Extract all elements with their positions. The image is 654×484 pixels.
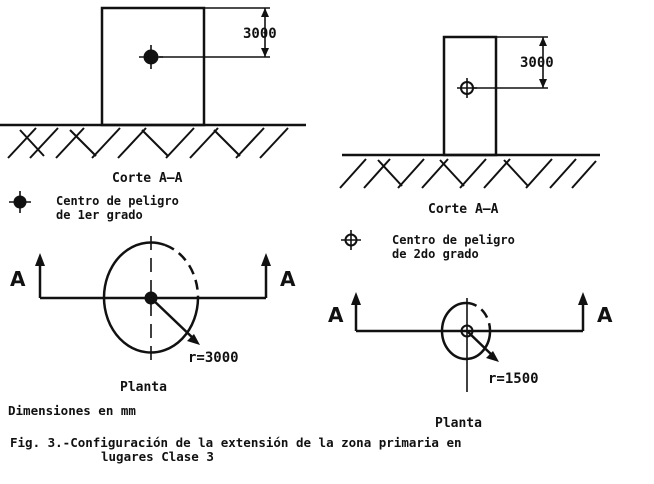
left-plan-title: Planta bbox=[120, 380, 167, 395]
right-section-view: 3000 bbox=[339, 35, 600, 189]
right-legend-line2: de 2do grado bbox=[392, 247, 479, 261]
left-zone-circle-dashed bbox=[164, 243, 200, 299]
left-dimension-label: 3000 bbox=[243, 26, 277, 42]
arrow-up-icon bbox=[261, 253, 271, 266]
right-plan-label-a-right: A bbox=[597, 303, 613, 327]
left-ground-hatching bbox=[7, 127, 289, 159]
arrow-up-icon bbox=[35, 253, 45, 266]
left-section-title: Corte A—A bbox=[112, 171, 183, 186]
figure-caption-line2: lugares Clase 3 bbox=[101, 449, 214, 464]
right-plan-view bbox=[351, 292, 588, 392]
left-enclosure-outline bbox=[100, 6, 206, 127]
right-section-title: Corte A—A bbox=[428, 202, 499, 217]
arrow-up-icon bbox=[578, 292, 588, 305]
figure-caption-line1: Fig. 3.-Configuración de la extensión de… bbox=[10, 435, 462, 450]
left-radius-line bbox=[150, 297, 196, 341]
right-zone-circle-dashed bbox=[466, 301, 492, 331]
right-dimension-label: 3000 bbox=[520, 55, 554, 71]
right-radius-line bbox=[466, 330, 495, 358]
left-radius-label: r=3000 bbox=[188, 350, 239, 366]
first-grade-symbol-icon bbox=[9, 191, 31, 213]
left-plan-label-a-right: A bbox=[280, 267, 296, 291]
left-zone-circle-solid bbox=[102, 241, 200, 354]
right-plan-title: Planta bbox=[435, 416, 482, 431]
second-grade-symbol-icon bbox=[341, 230, 361, 250]
left-plan-label-a-left: A bbox=[10, 267, 26, 291]
left-legend-line1: Centro de peligro bbox=[56, 194, 179, 208]
units-note: Dimensiones en mm bbox=[8, 403, 136, 418]
right-radius-label: r=1500 bbox=[488, 371, 539, 387]
arrow-up-icon bbox=[351, 292, 361, 305]
left-plan-view bbox=[35, 236, 271, 362]
right-enclosure-outline bbox=[442, 35, 498, 157]
right-ground-hatching bbox=[339, 158, 597, 189]
right-plan-label-a-left: A bbox=[328, 303, 344, 327]
left-section-view: 3000 bbox=[0, 6, 306, 159]
right-plan-center-icon bbox=[460, 324, 474, 338]
right-legend-line1: Centro de peligro bbox=[392, 233, 515, 247]
left-legend-line2: de 1er grado bbox=[56, 208, 143, 222]
